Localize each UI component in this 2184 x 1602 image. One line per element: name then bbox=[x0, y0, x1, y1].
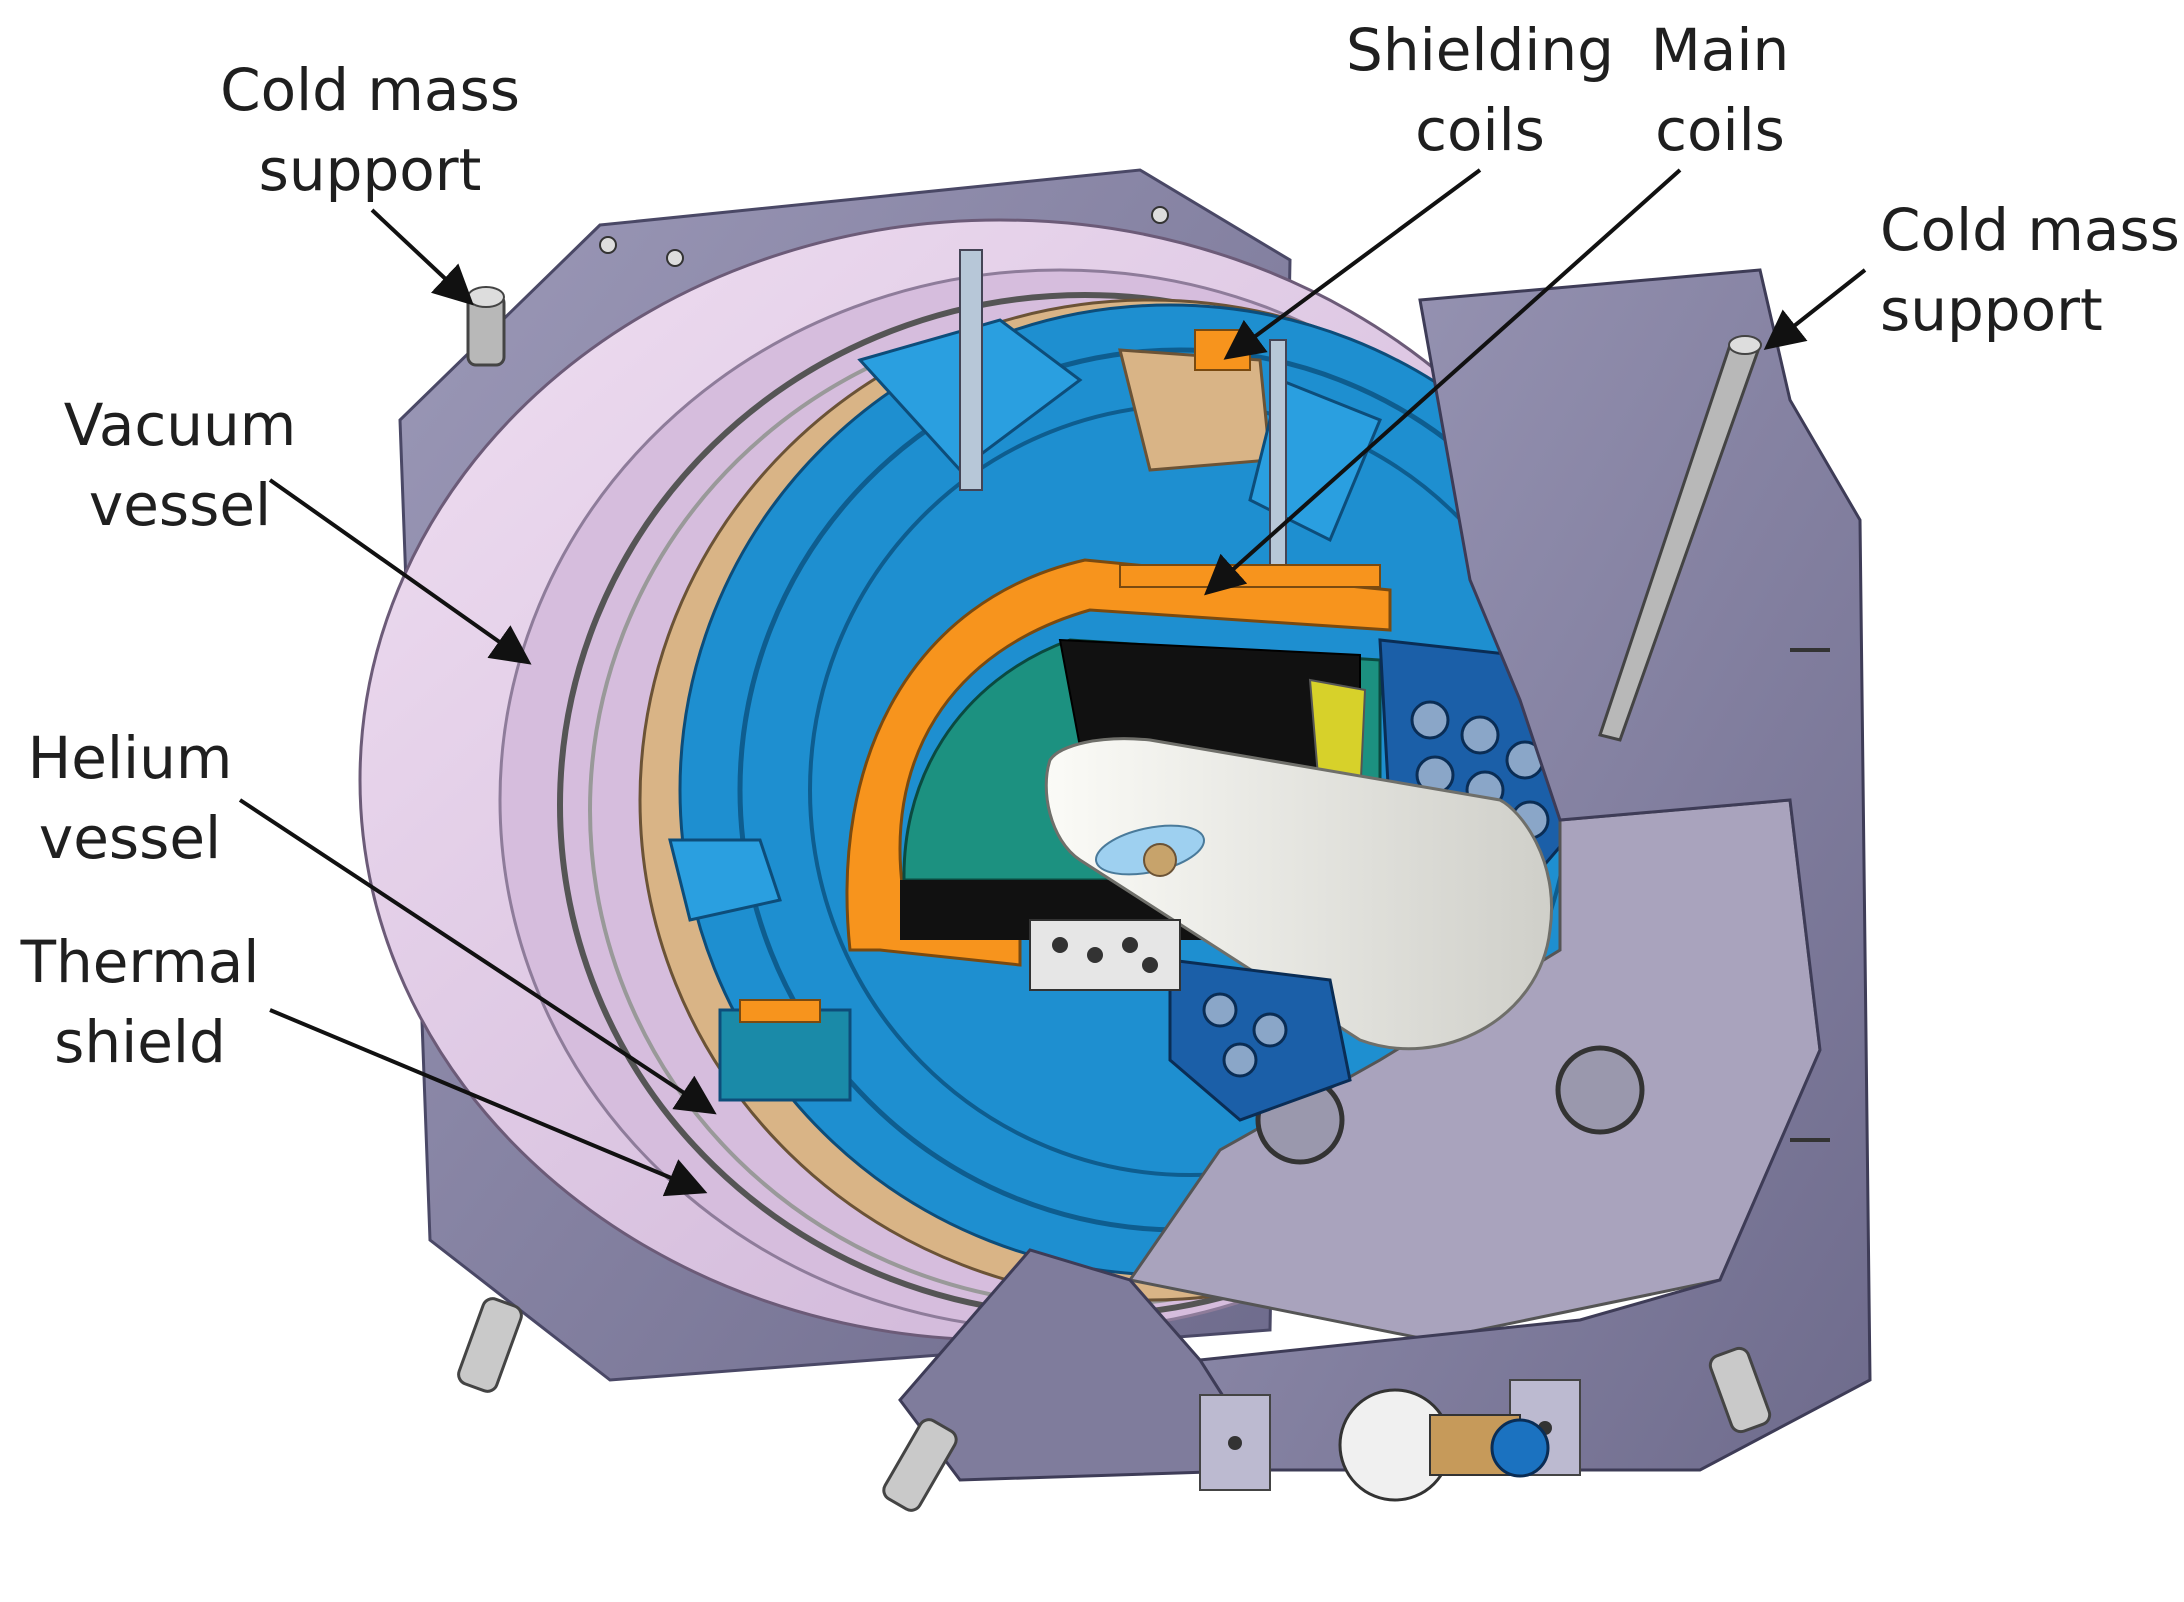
label-helium-vessel: Helium vessel bbox=[27, 724, 233, 872]
support-feet bbox=[457, 1297, 1772, 1512]
service-turret bbox=[1338, 1388, 1550, 1502]
label-vacuum-vessel: Vacuum vessel bbox=[63, 391, 297, 539]
label-cold-mass-support-left: Cold mass support bbox=[220, 56, 520, 204]
label-cold-mass-support-right: Cold mass support bbox=[1880, 196, 2180, 344]
label-main-coils: Main coils bbox=[1650, 16, 1790, 164]
label-shielding-coils: Shielding coils bbox=[1346, 16, 1614, 164]
front-frame bbox=[898, 268, 1872, 1491]
main-coil-former bbox=[845, 558, 1392, 967]
coil-bundle-lower bbox=[1029, 919, 1352, 1122]
leader-arrows bbox=[238, 168, 1867, 1197]
cold-mass-support-left-rod bbox=[466, 286, 506, 367]
patient-bore bbox=[1044, 737, 1553, 1051]
label-thermal-shield: Thermal shield bbox=[20, 928, 260, 1076]
front-end-plate bbox=[1127, 798, 1822, 1342]
cold-mass-support-right-rod bbox=[1598, 335, 1763, 742]
